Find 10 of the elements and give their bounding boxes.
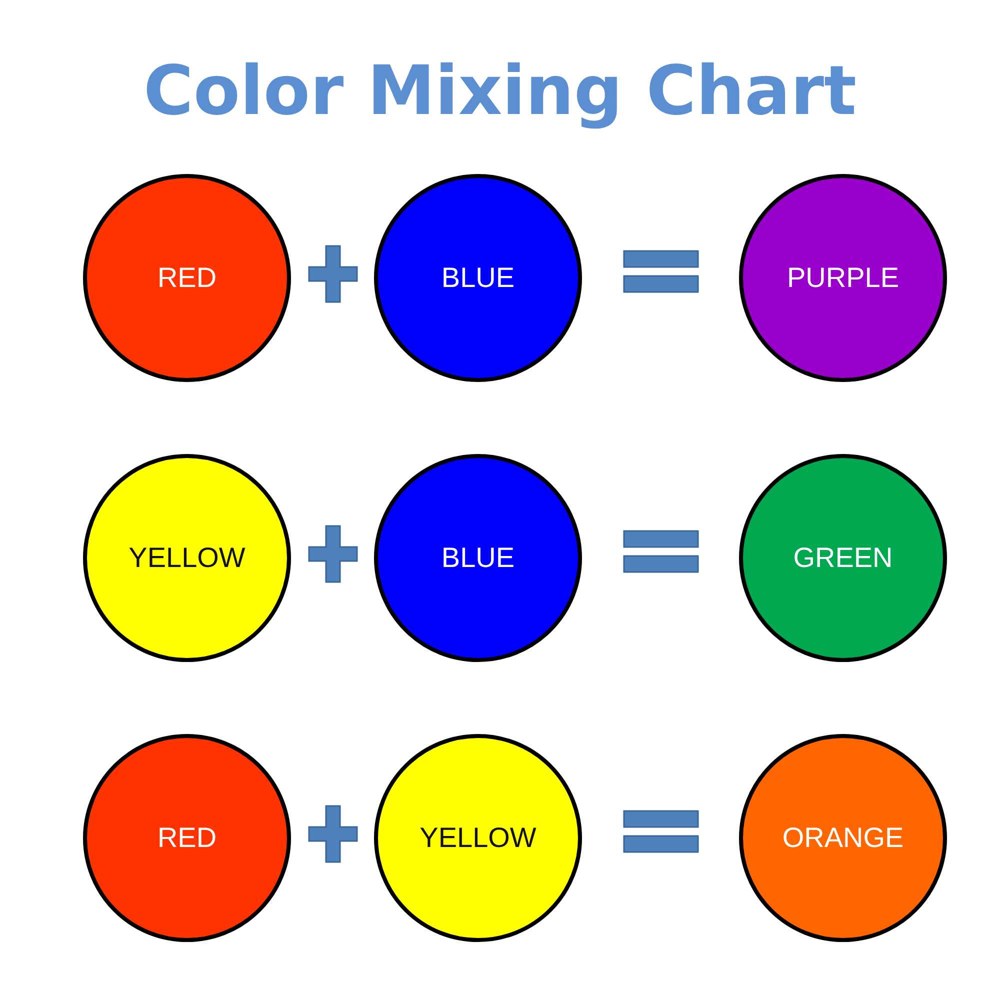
color-name: RED — [157, 262, 217, 294]
color-name: ORANGE — [782, 822, 904, 854]
color-name: BLUE — [441, 262, 515, 294]
color-name: YELLOW — [420, 822, 536, 854]
chart-title: Color Mixing Chart — [142, 52, 858, 131]
color-name: RED — [157, 822, 217, 854]
color-name: GREEN — [793, 542, 893, 574]
color-name: BLUE — [441, 542, 515, 574]
color-name: YELLOW — [128, 542, 246, 574]
color-name: PURPLE — [786, 262, 900, 294]
